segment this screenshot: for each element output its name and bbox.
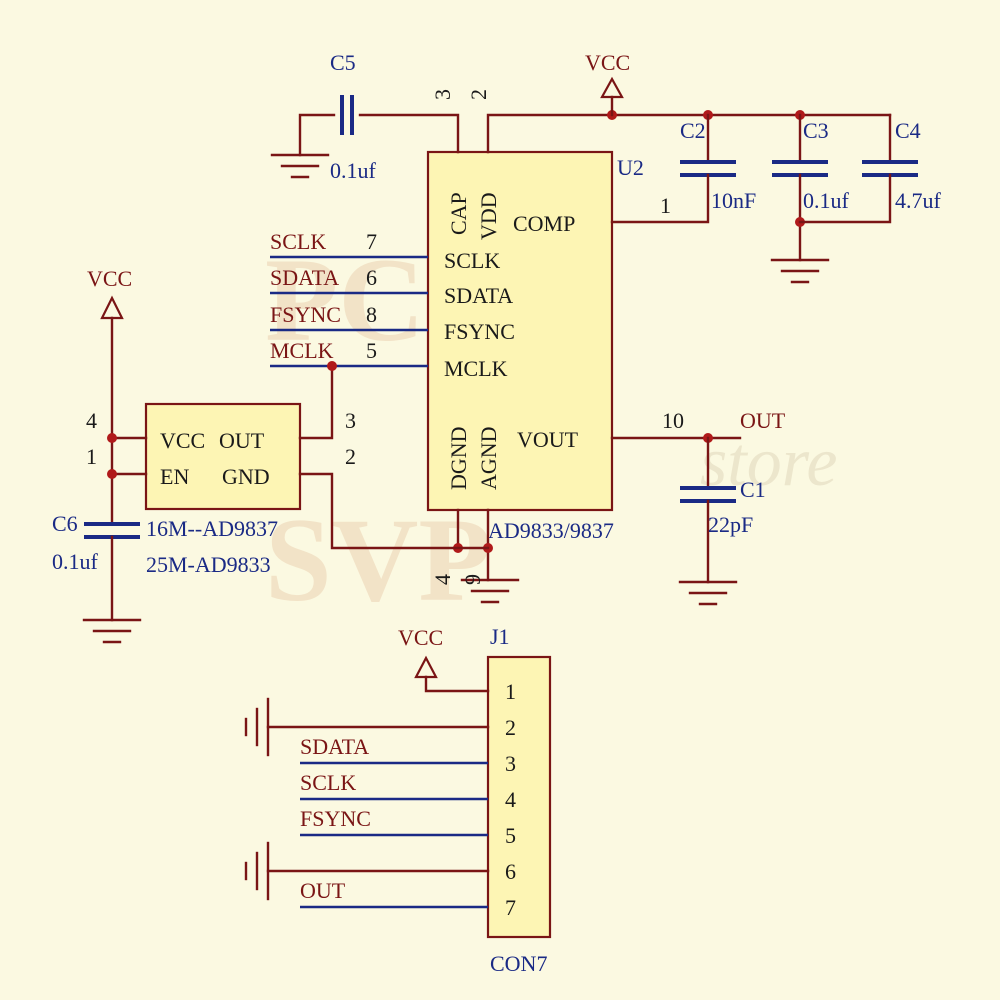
net-label-fsync: FSYNC: [270, 302, 341, 327]
watermark-mark: PC: [265, 233, 425, 366]
pin-number-dgnd: 4: [430, 574, 455, 585]
pin-number-vdd: 2: [466, 89, 491, 100]
u2-vdd-label: VDD: [476, 192, 501, 240]
pin-number-sclk: 7: [366, 229, 377, 254]
u2-input-nets: SCLK SDATA FSYNC MCLK 7 6 8 5: [270, 229, 428, 368]
capacitor-c5: C5 0.1uf 3 2: [270, 50, 491, 183]
j1-pin-5: 5: [505, 823, 516, 848]
u2-cap-label: CAP: [446, 192, 471, 235]
osc-en-label: EN: [160, 464, 189, 489]
vcc-label-j1: VCC: [398, 625, 443, 650]
pin-number-osc-gnd: 2: [345, 444, 356, 469]
c2-value: 10nF: [711, 188, 756, 213]
c6-value: 0.1uf: [52, 549, 99, 574]
osc-out-label: OUT: [219, 428, 265, 453]
c4-value: 4.7uf: [895, 188, 942, 213]
c3-value: 0.1uf: [803, 188, 850, 213]
j1-pin-1: 1: [505, 679, 516, 704]
j1-pin-7: 7: [505, 895, 516, 920]
u2-fsync-label: FSYNC: [444, 319, 515, 344]
pin-number-osc-en: 1: [86, 444, 97, 469]
vcc-label-osc: VCC: [87, 266, 132, 291]
output-network: 10 OUT C1 22pF: [610, 408, 786, 606]
osc-note-ad9837: 16M--AD9837: [146, 516, 278, 541]
osc-vcc-label: VCC: [160, 428, 205, 453]
pin-number-cap: 3: [430, 89, 455, 100]
pin-number-comp: 1: [660, 193, 671, 218]
j1-net-sdata: SDATA: [300, 734, 369, 759]
u2-agnd-label: AGND: [476, 426, 501, 490]
c6-ref: C6: [52, 511, 78, 536]
j1-pin-6: 6: [505, 859, 516, 884]
c4-ref: C4: [895, 118, 921, 143]
pin-number-vout: 10: [662, 408, 684, 433]
watermark: PC SVP store: [265, 233, 837, 626]
pin-number-osc-out: 3: [345, 408, 356, 433]
pin-number-agnd: 9: [460, 574, 485, 585]
j1-pin-4: 4: [505, 787, 516, 812]
j1-net-out: OUT: [300, 878, 346, 903]
pin-number-fsync: 8: [366, 302, 377, 327]
oscillator: VCC OUT EN GND 16M--AD9837 25M-AD9833 3 …: [52, 266, 490, 644]
net-label-mclk: MCLK: [270, 338, 334, 363]
u2-dgnd-label: DGND: [446, 426, 471, 490]
j1-net-fsync: FSYNC: [300, 806, 371, 831]
u2-vout-label: VOUT: [517, 427, 579, 452]
connector-j1: J1 CON7 1 2 3 4 5 6 7 VCC SDATA SCLK FSY…: [244, 624, 552, 976]
j1-pin-3: 3: [505, 751, 516, 776]
c5-ref: C5: [330, 50, 356, 75]
u2-comp-label: COMP: [513, 211, 575, 236]
out-net-label: OUT: [740, 408, 786, 433]
u2-part: AD9833/9837: [488, 518, 614, 543]
c2-ref: C2: [680, 118, 706, 143]
u2-mclk-label: MCLK: [444, 356, 508, 381]
net-label-sclk: SCLK: [270, 229, 326, 254]
osc-gnd-label: GND: [222, 464, 270, 489]
pin-number-sdata: 6: [366, 265, 377, 290]
watermark-mark2: SVP: [265, 493, 492, 626]
c3-ref: C3: [803, 118, 829, 143]
c5-value: 0.1uf: [330, 158, 377, 183]
vcc-label-vdd: VCC: [585, 50, 630, 75]
u2-sclk-label: SCLK: [444, 248, 500, 273]
pin-number-osc-vcc: 4: [86, 408, 97, 433]
j1-net-sclk: SCLK: [300, 770, 356, 795]
u2-ref: U2: [617, 155, 644, 180]
c1-value: 22pF: [708, 512, 753, 537]
j1-pin-2: 2: [505, 715, 516, 740]
osc-note-ad9833: 25M-AD9833: [146, 552, 271, 577]
net-label-sdata: SDATA: [270, 265, 339, 290]
pin-number-mclk: 5: [366, 338, 377, 363]
u2-sdata-label: SDATA: [444, 283, 513, 308]
u2-chip: U2 AD9833/9837 CAP VDD DGND AGND COMP SC…: [426, 150, 644, 543]
c1-ref: C1: [740, 477, 766, 502]
j1-part: CON7: [490, 951, 547, 976]
vdd-decoupling: VCC C2 10nF 1 C3 0.1uf C4 4.7uf: [486, 50, 942, 284]
j1-ref: J1: [490, 624, 510, 649]
